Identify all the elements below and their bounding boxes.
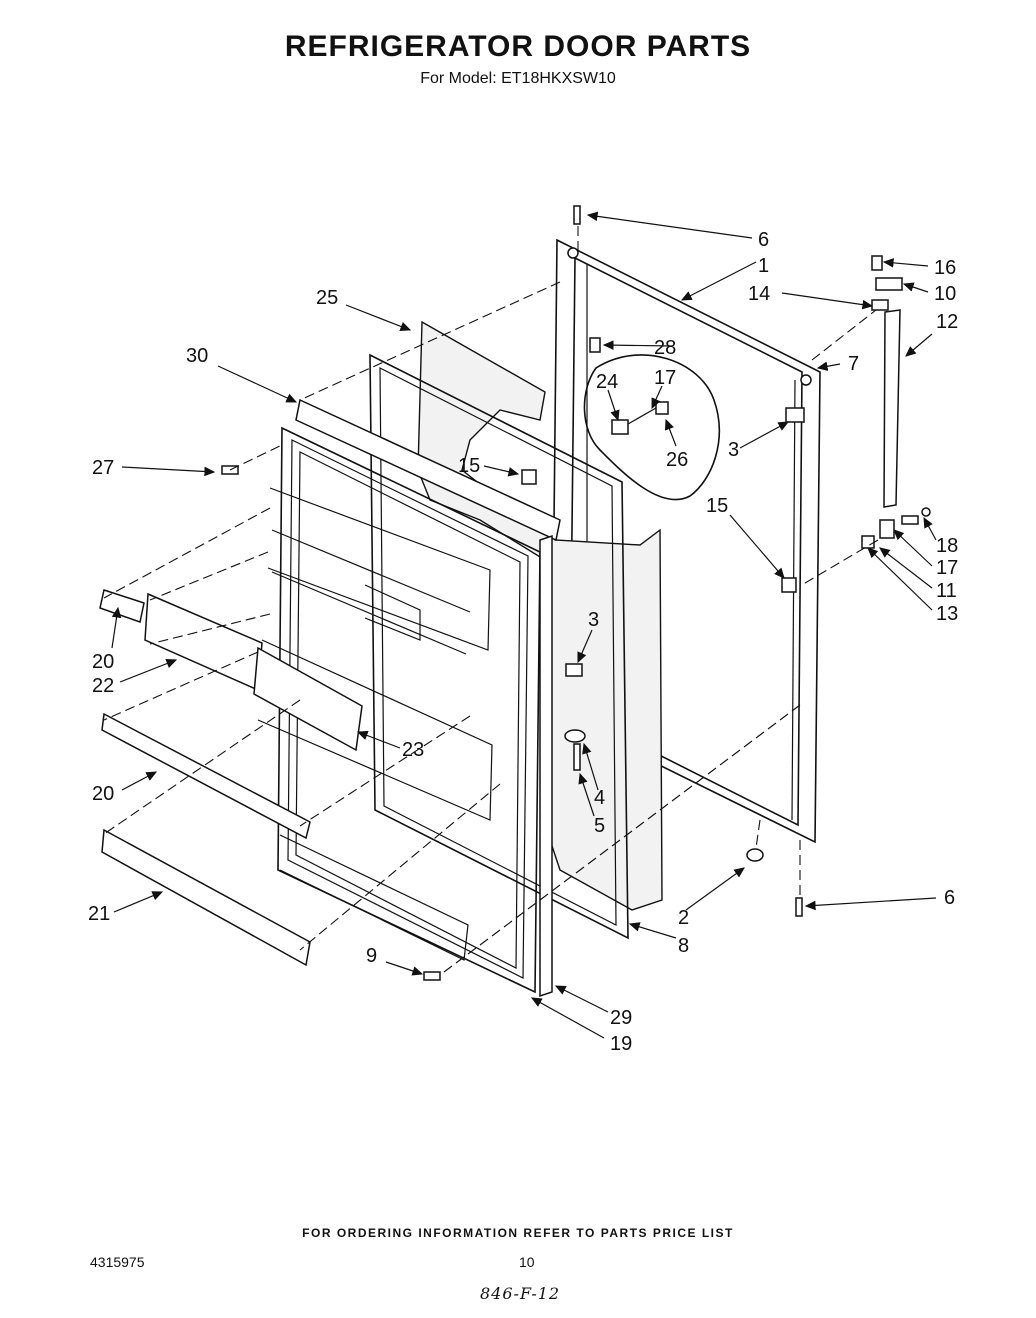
callout-17-inset: 17	[654, 367, 676, 389]
callout-22: 22	[92, 675, 114, 697]
callout-17-hinge: 17	[936, 557, 958, 579]
callout-6-top: 6	[758, 229, 769, 251]
shelf-bar-20-lower	[101, 712, 311, 840]
callout-15-outer: 15	[706, 495, 728, 517]
callout-14: 14	[748, 283, 770, 305]
door-gasket-frame	[369, 353, 629, 940]
callout-4: 4	[594, 787, 605, 809]
callout-11: 11	[936, 580, 957, 602]
page-title: REFRIGERATOR DOOR PARTS	[284, 30, 752, 63]
door-seal-strip	[539, 534, 553, 998]
model-subtitle: For Model: ET18HKXSW10	[420, 70, 616, 87]
callout-30: 30	[186, 345, 208, 367]
callout-9: 9	[366, 945, 377, 967]
callout-13: 13	[936, 603, 958, 625]
ordering-note: FOR ORDERING INFORMATION REFER TO PARTS …	[302, 1226, 734, 1240]
callout-3-upper: 3	[728, 439, 739, 461]
page-number: 10	[519, 1254, 535, 1270]
shelf-bar-20-upper	[99, 589, 145, 623]
callout-29: 29	[610, 1007, 632, 1029]
leader-lines	[111, 211, 937, 1039]
callout-10: 10	[934, 283, 956, 305]
shelf-bar-21	[101, 828, 311, 967]
breaker-strip	[295, 398, 561, 542]
shelf-front-23	[253, 646, 363, 752]
document-id: 4315975	[90, 1254, 145, 1270]
callout-1: 1	[758, 255, 769, 277]
callout-8: 8	[678, 935, 689, 957]
callout-labels: 6 1 16 14 10 12 25 28 7 30 24 17 27 15 2…	[88, 229, 958, 1055]
callout-5: 5	[594, 815, 605, 837]
handwritten-note: 846-F-12	[480, 1284, 561, 1303]
callout-26: 26	[666, 449, 688, 471]
shelf-front-22	[144, 592, 263, 692]
callout-25: 25	[316, 287, 338, 309]
callout-23: 23	[402, 739, 424, 761]
callout-28: 28	[654, 337, 676, 359]
callout-18: 18	[936, 535, 958, 557]
callout-6-bottom: 6	[944, 887, 955, 909]
callout-24: 24	[596, 371, 618, 393]
callout-12: 12	[936, 311, 958, 333]
callout-20-upper: 20	[92, 651, 114, 673]
callout-21: 21	[88, 903, 110, 925]
callout-27: 27	[92, 457, 114, 479]
alignment-lines	[103, 226, 879, 976]
callout-20-lower: 20	[92, 783, 114, 805]
callout-15-inner: 15	[458, 455, 480, 477]
callout-19: 19	[610, 1033, 632, 1055]
callout-7: 7	[848, 353, 859, 375]
callout-2: 2	[678, 907, 689, 929]
detail-inset	[583, 354, 721, 501]
inner-door-liner	[257, 426, 541, 994]
callout-3-lower: 3	[588, 609, 599, 631]
callout-16: 16	[934, 257, 956, 279]
door-foam-insulation	[417, 320, 663, 911]
